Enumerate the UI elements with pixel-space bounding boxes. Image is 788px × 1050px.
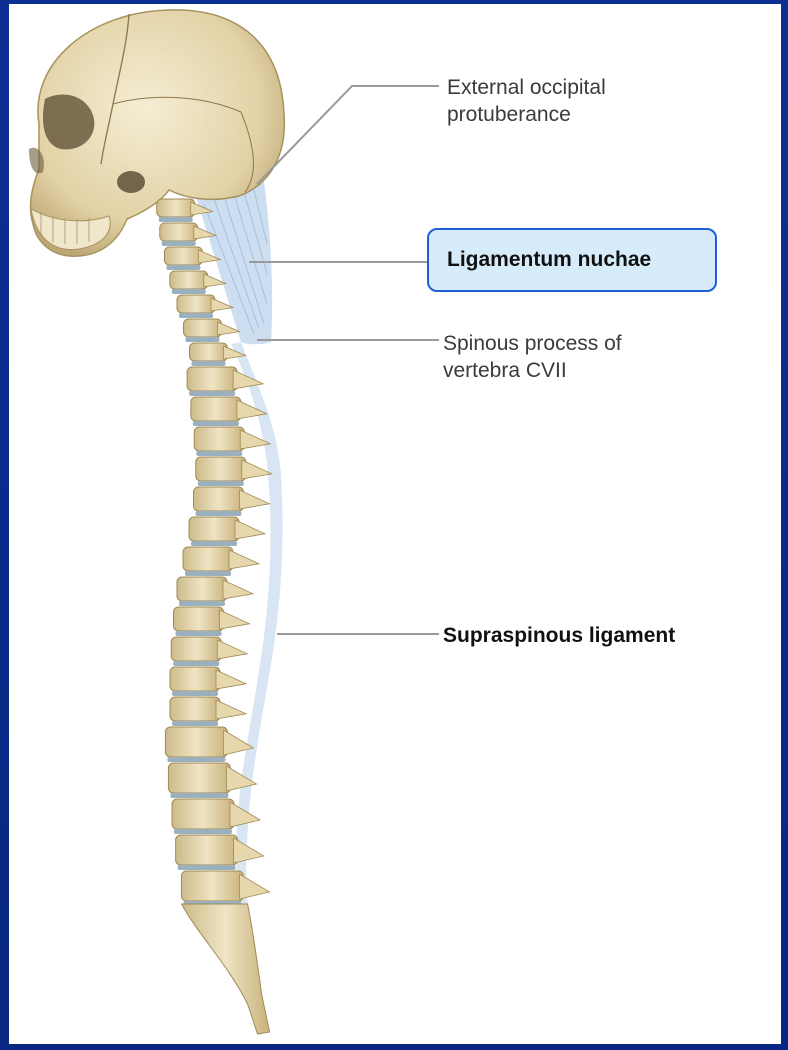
vertebra [170, 697, 220, 721]
label-supraspinous: Supraspinous ligament [443, 622, 675, 649]
intervertebral-disc [196, 511, 242, 516]
intervertebral-disc [172, 691, 218, 696]
vertebra [170, 271, 208, 289]
vertebra [164, 247, 202, 265]
intervertebral-disc [185, 571, 231, 576]
vertebra [189, 517, 239, 541]
intervertebral-disc [186, 337, 220, 342]
vertebra [187, 367, 237, 391]
intervertebral-disc [198, 481, 244, 486]
vertebra [181, 871, 243, 901]
vertebra [183, 547, 233, 571]
vertebra [176, 835, 238, 865]
vertebra [168, 763, 230, 793]
vertebra [190, 343, 228, 361]
label-spinous-line2: vertebra CVII [443, 357, 622, 384]
label-occipital-line1: External occipital [447, 74, 606, 101]
vertebra [157, 199, 195, 217]
intervertebral-disc [159, 217, 193, 222]
intervertebral-disc [176, 631, 222, 636]
spinous-process [229, 550, 259, 569]
vertebra [194, 427, 244, 451]
spinous-process [235, 520, 265, 539]
vertebra [184, 319, 222, 337]
intervertebral-disc [178, 865, 236, 870]
vertebra [170, 667, 220, 691]
spinous-process [223, 580, 253, 599]
label-spinous: Spinous process of vertebra CVII [443, 330, 622, 384]
intervertebral-disc [191, 541, 237, 546]
spinous-process [240, 490, 270, 509]
label-occipital: External occipital protuberance [447, 74, 606, 128]
label-spinous-line1: Spinous process of [443, 330, 622, 357]
intervertebral-disc [174, 829, 232, 834]
intervertebral-disc [167, 757, 225, 762]
highlight-nuchae: Ligamentum nuchae [427, 228, 717, 292]
intervertebral-disc [193, 421, 239, 426]
label-occipital-line2: protuberance [447, 101, 606, 128]
spinous-process [239, 874, 269, 899]
vertebra [174, 607, 224, 631]
intervertebral-disc [196, 451, 242, 456]
intervertebral-disc [189, 391, 235, 396]
intervertebral-disc [179, 313, 213, 318]
intervertebral-disc [172, 289, 206, 294]
spinous-process [220, 610, 250, 629]
label-nuchae: Ligamentum nuchae [447, 246, 651, 273]
spinous-process [216, 700, 246, 719]
intervertebral-disc [166, 265, 200, 270]
vertebra [194, 487, 244, 511]
intervertebral-disc [173, 661, 219, 666]
vertebra [177, 577, 227, 601]
intervertebral-disc [172, 721, 218, 726]
vertebra [196, 457, 246, 481]
intervertebral-disc [162, 241, 196, 246]
spine-illustration [9, 4, 781, 1044]
vertebra [160, 223, 198, 241]
vertebra [171, 637, 221, 661]
vertebra [191, 397, 241, 421]
spinous-process [217, 640, 247, 659]
intervertebral-disc [170, 793, 228, 798]
vertebra [172, 799, 234, 829]
spinous-process [216, 670, 246, 689]
intervertebral-disc [179, 601, 225, 606]
diagram-panel: External occipital protuberance Ligament… [9, 4, 781, 1044]
spinous-process [234, 838, 264, 863]
sacrum-coccyx [182, 904, 270, 1034]
vertebra [177, 295, 215, 313]
vertebra [165, 727, 227, 757]
intervertebral-disc [192, 361, 226, 366]
